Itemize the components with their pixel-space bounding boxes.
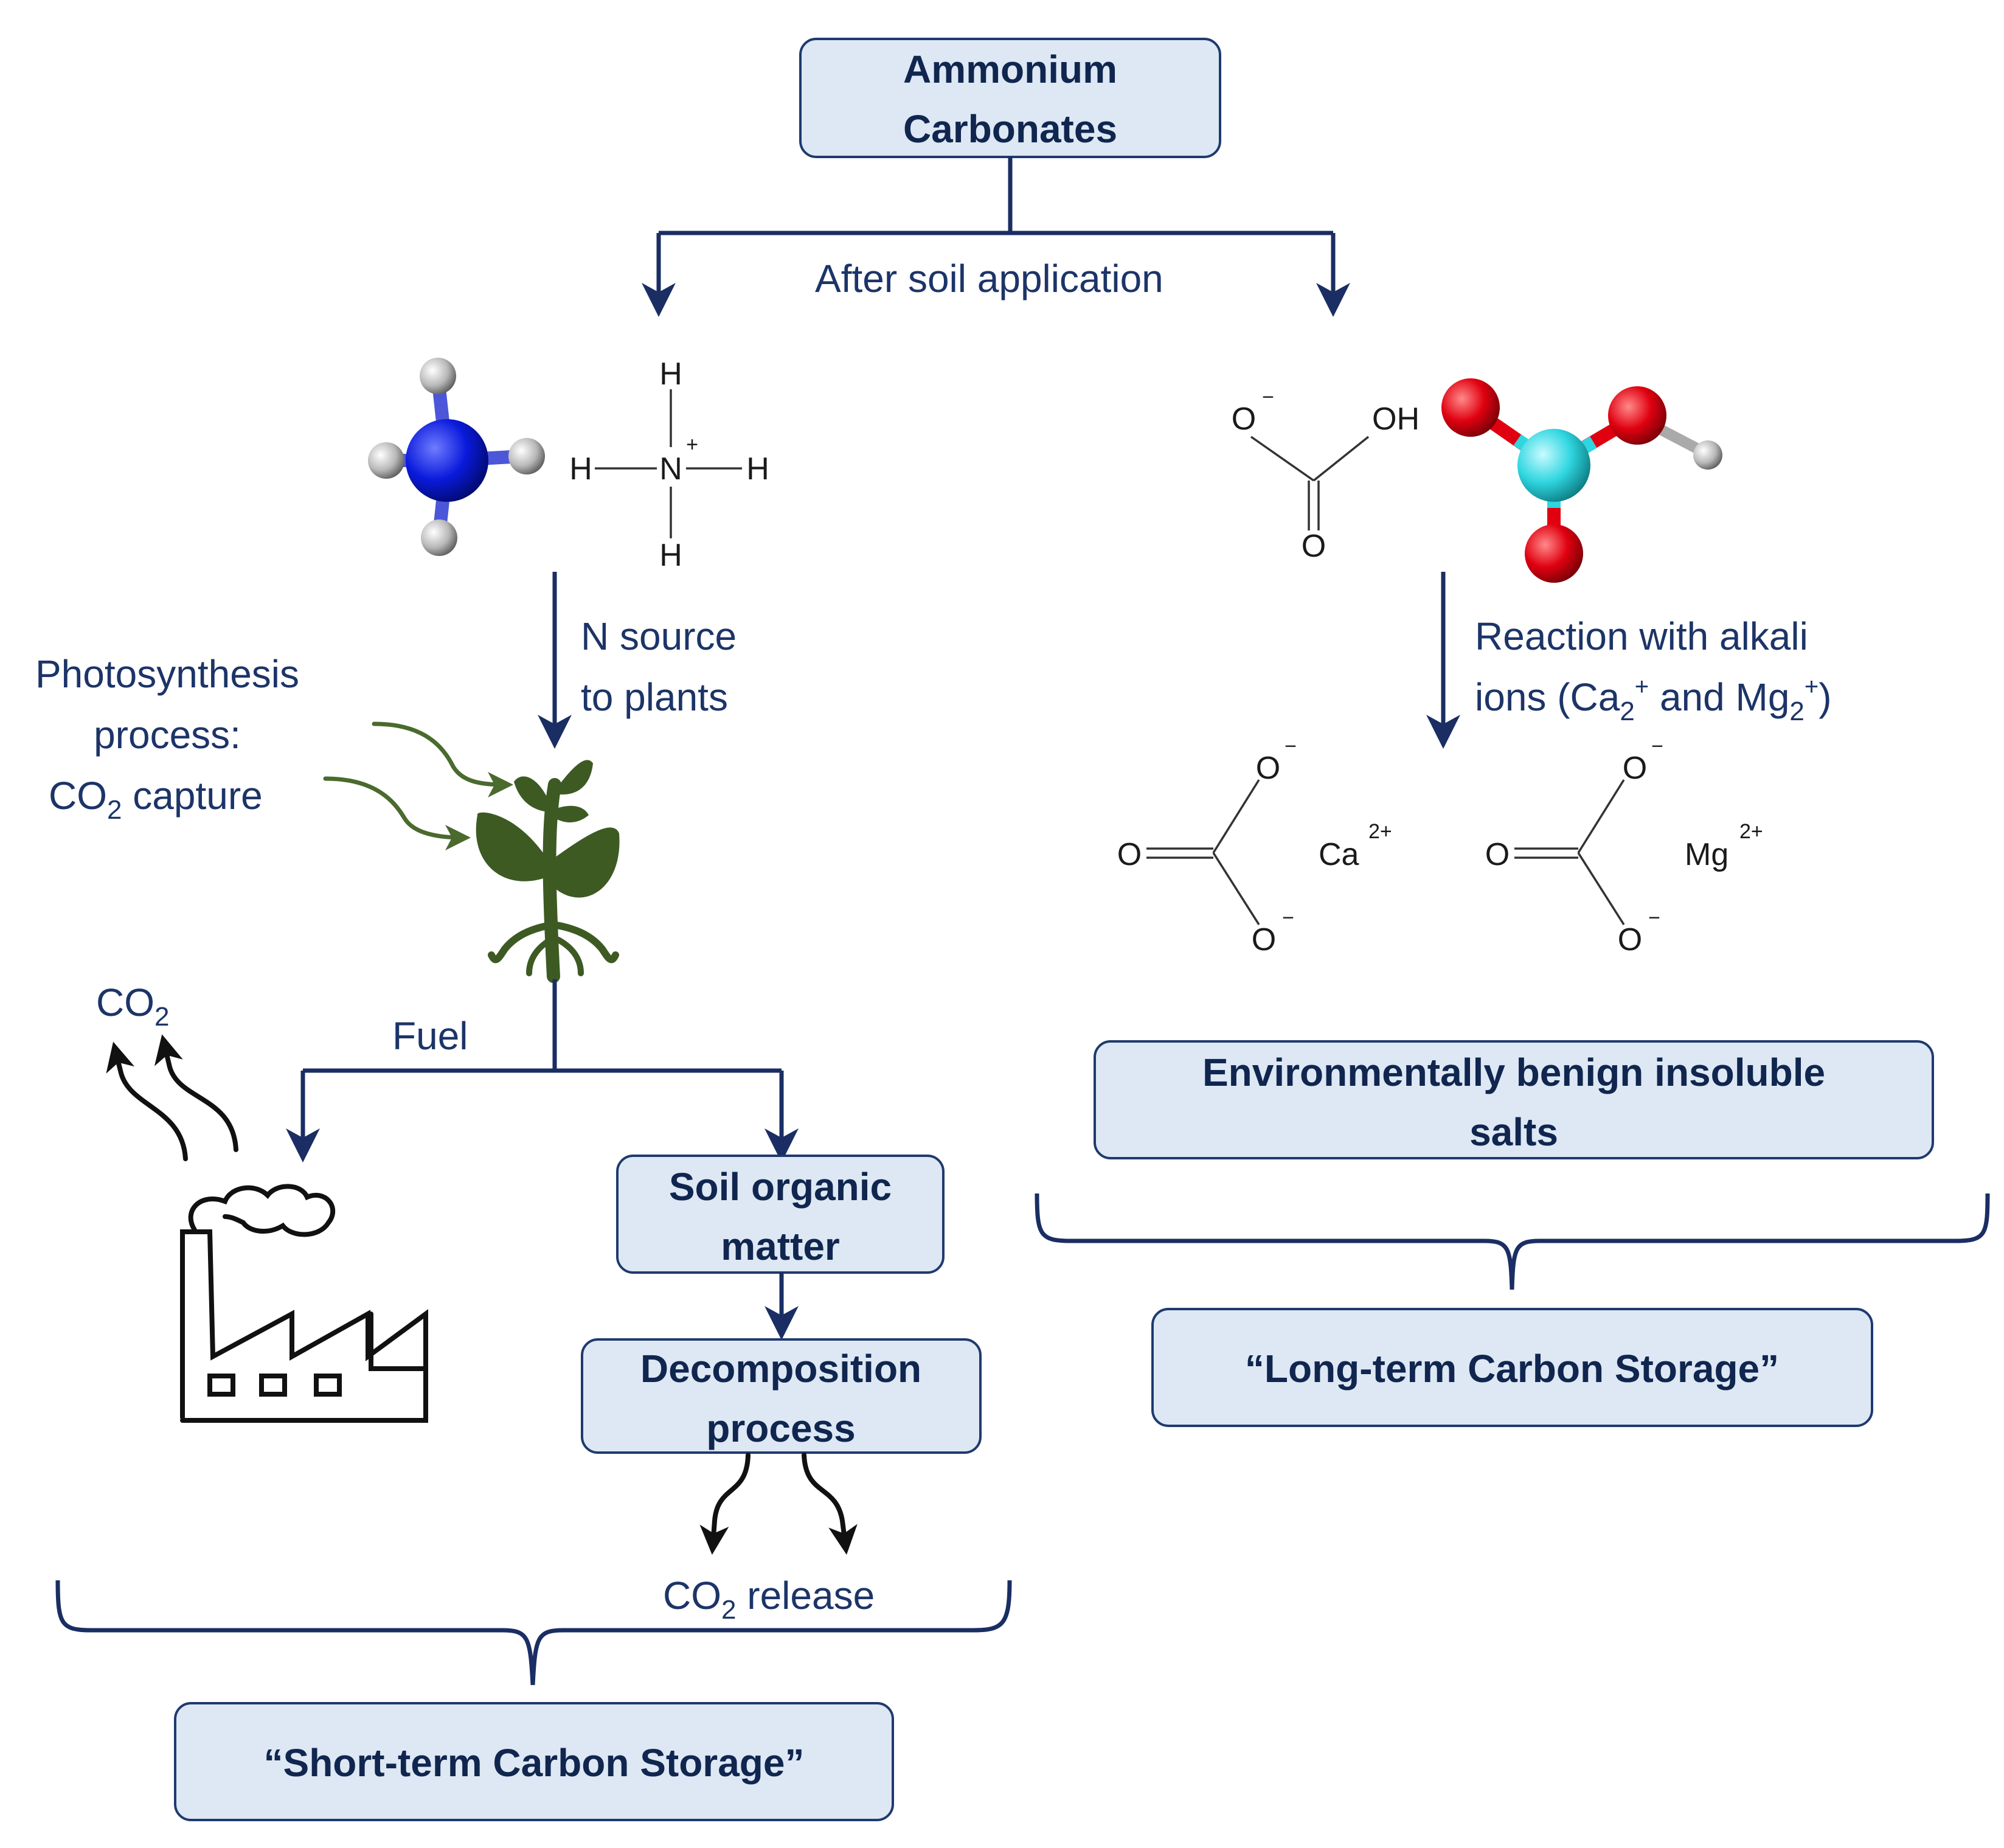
ammonium-carbonates-box: Ammonium Carbonates [799,38,1221,158]
plant-seedling-icon [476,760,620,983]
bicarbonate-ball-stick-icon [1441,378,1722,583]
bicarbonate-structural-formula: O − OH O [1232,386,1420,564]
mg-minus-top: − [1651,735,1663,758]
benign-line1: Environmentally benign insoluble [1202,1051,1825,1094]
soil-line2: matter [721,1224,840,1268]
ammonium-n: N [659,451,682,487]
top-box-line1: Ammonium [903,47,1117,91]
ca-o-double: O [1117,837,1142,872]
magnesium-carbonate-formula: O O − O − Mg 2+ [1485,735,1763,957]
photo-line2: process: [94,713,241,757]
mg-charge: 2+ [1739,820,1763,843]
decomp-line2: process [706,1406,855,1450]
ca-minus-top: − [1285,735,1297,758]
short-term-box: “Short-term Carbon Storage” [174,1702,894,1821]
ammonium-h-right: H [746,451,769,487]
bicarb-minus: − [1262,386,1274,409]
long-term-box: “Long-term Carbon Storage” [1151,1308,1873,1427]
co2-arrow-2 [323,776,471,850]
bicarb-o-minus: O [1232,401,1256,437]
decomp-line1: Decomposition [640,1347,921,1391]
ammonium-h-left: H [569,451,592,487]
short-term-label: “Short-term Carbon Storage” [264,1741,805,1785]
benign-salts-box: Environmentally benign insoluble salts [1094,1040,1934,1159]
long-term-brace [1035,1193,1990,1290]
factory-icon [180,1184,428,1423]
fuel-split-arrows [286,979,799,1162]
ca-minus-bottom: − [1282,906,1294,929]
long-term-label: “Long-term Carbon Storage” [1245,1347,1779,1391]
smoke-arrow-icon-2 [154,1034,238,1152]
mg-minus-bottom: − [1648,906,1660,929]
ca-charge: 2+ [1368,820,1392,843]
mg-o-top: O [1623,751,1647,786]
decomposition-box: Decomposition process [581,1338,982,1454]
release-arrow-left [699,1453,751,1555]
bicarb-o-double: O [1302,529,1326,564]
top-box-line2: Carbonates [903,107,1117,151]
short-term-brace [55,1580,1012,1686]
release-arrow-right [802,1453,858,1555]
soil-line1: Soil organic [669,1165,892,1209]
co2-release-label: CO2 release [663,1574,875,1625]
ammonium-h-bottom: H [659,538,682,573]
photo-line3: CO2 capture [49,774,263,825]
soil-organic-matter-box: Soil organic matter [616,1155,945,1274]
ammonium-ball-stick-icon [368,358,545,556]
benign-line2: salts [1469,1110,1558,1154]
co2-top-label: CO2 [96,981,169,1032]
bicarb-oh: OH [1372,401,1420,437]
reaction-line2: ions (Ca2+ and Mg2+) [1475,673,1832,726]
ammonium-charge: + [686,433,698,456]
n-source-line2: to plants [581,675,728,719]
ca-symbol: Ca [1319,837,1359,872]
smoke-arrow-icon [106,1041,188,1161]
reaction-line1: Reaction with alkali [1475,614,1808,658]
mg-o-double: O [1485,837,1510,872]
mg-o-bottom: O [1618,922,1642,957]
ca-o-bottom: O [1252,922,1276,957]
ammonium-h-top: H [659,356,682,392]
photosynthesis-label: Photosynthesis process: CO2 capture [35,652,299,825]
photo-line1: Photosynthesis [35,652,299,696]
after-soil-label: After soil application [815,257,1163,300]
ca-o-top: O [1256,751,1280,786]
mg-symbol: Mg [1685,837,1728,872]
n-source-line1: N source [581,614,737,658]
ammonium-structural-formula: H N + H H H [569,356,769,573]
split-arrows [642,157,1350,317]
calcium-carbonate-formula: O O − O − Ca 2+ [1117,735,1392,957]
co2-arrow-1 [372,721,513,797]
fuel-label: Fuel [392,1014,468,1058]
